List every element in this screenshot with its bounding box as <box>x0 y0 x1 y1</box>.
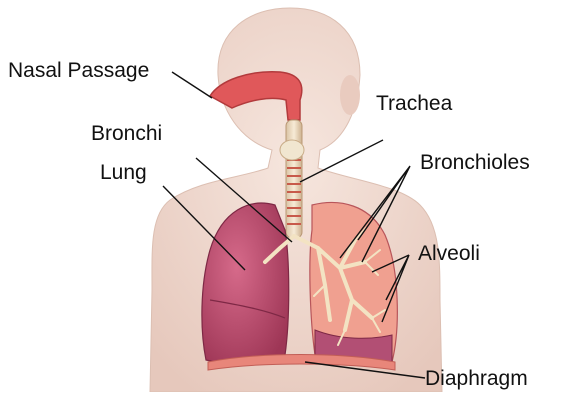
label-nasal-passage: Nasal Passage <box>8 60 149 81</box>
label-bronchioles: Bronchioles <box>420 152 530 173</box>
ear-shape <box>340 75 360 115</box>
larynx-shape <box>280 140 304 160</box>
label-alveoli: Alveoli <box>418 243 480 264</box>
leader-nasal-passage <box>172 72 212 98</box>
label-lung: Lung <box>100 162 147 183</box>
label-trachea: Trachea <box>376 93 452 114</box>
label-diaphragm: Diaphragm <box>425 368 528 389</box>
label-bronchi: Bronchi <box>91 123 162 144</box>
trachea-shape <box>286 120 302 238</box>
